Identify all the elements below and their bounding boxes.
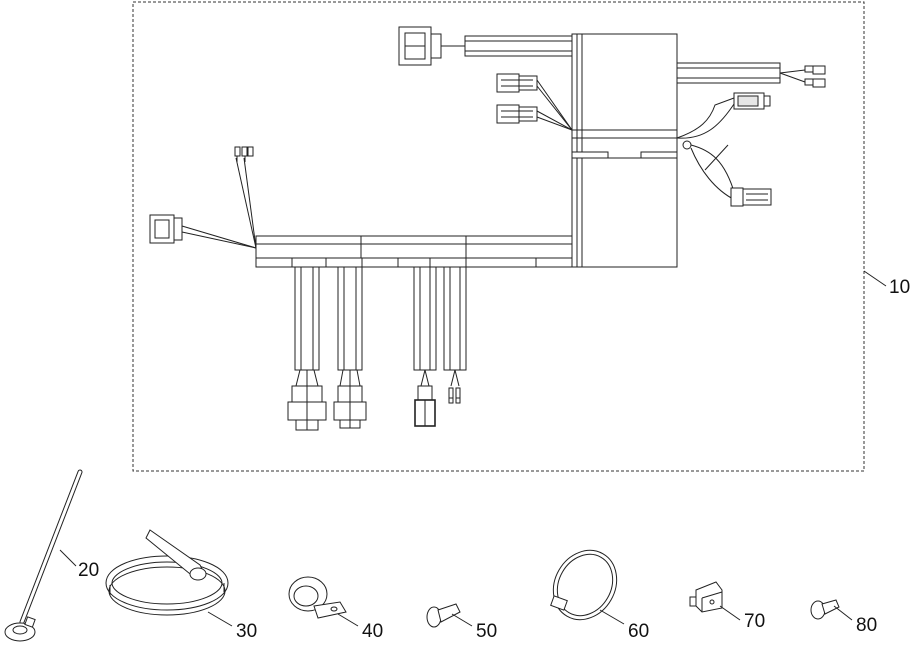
callout-30: 30 [236,621,257,642]
leader-20 [59,549,77,567]
callout-50: 50 [476,621,497,642]
leader-70 [719,605,741,621]
leader-60 [599,609,625,625]
leader-10 [863,270,887,287]
bolt: 80 [810,599,877,636]
wire-harness-assembly: 10 [132,1,910,472]
callout-70: 70 [744,611,765,632]
callout-10: 10 [889,277,910,298]
leader-40 [337,613,359,627]
leader-30 [207,611,233,627]
leader-50 [451,613,473,627]
leader-80 [833,605,853,621]
screw: 50 [426,603,497,642]
cable-tie: 30 [105,529,257,642]
hose-clamp: 60 [550,549,649,642]
harness-boundary [132,1,865,472]
drop-branches [287,266,467,431]
callout-40: 40 [362,621,383,642]
callout-60: 60 [628,621,649,642]
callout-20: 20 [78,560,99,581]
bracket: 70 [689,581,765,632]
long-cable-tie-mount: 20 [4,469,99,642]
cable-clamp: 40 [288,576,383,642]
callout-80: 80 [856,615,877,636]
